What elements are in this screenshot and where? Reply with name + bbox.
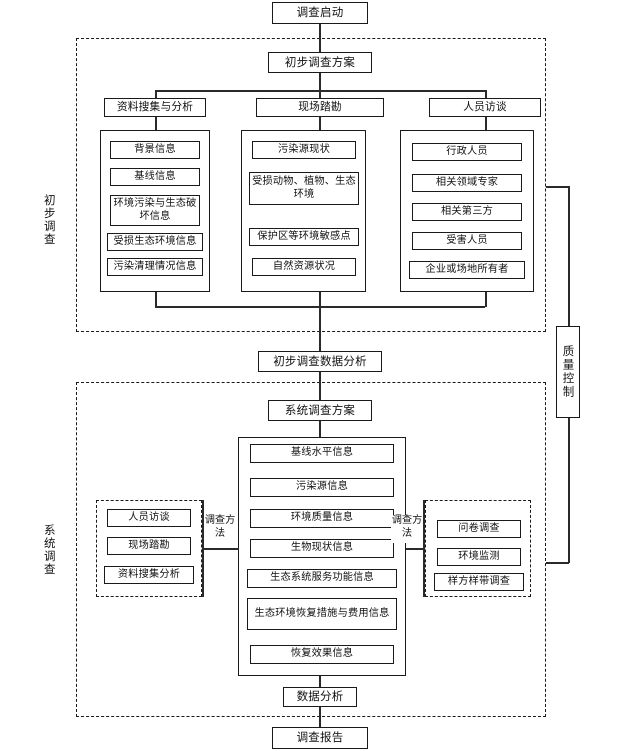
- connector-plan2-down: [319, 421, 321, 438]
- node-quality-control: 质量控制: [556, 326, 580, 418]
- connector-analysis-to-phase2: [319, 372, 321, 404]
- branch-header-site-survey: 现场踏勘: [256, 98, 384, 117]
- item-cleanup-status-info: 污染清理情况信息: [107, 258, 203, 276]
- connector-group3-bottom: [485, 292, 487, 307]
- branch-header-interviews: 人员访谈: [429, 98, 541, 117]
- item-admin-staff: 行政人员: [412, 143, 522, 161]
- connector-qc-upper-vertical: [568, 186, 570, 326]
- item-baseline-level-info: 基线水平信息: [250, 444, 394, 463]
- right-methods-region: [425, 500, 531, 597]
- item-restoration-effect-info: 恢复效果信息: [250, 645, 394, 664]
- left-methods-region: [96, 500, 202, 597]
- connector-branch1-to-group: [155, 117, 157, 131]
- connector-right-methods-horizontal: [406, 548, 424, 550]
- node-preliminary-data-analysis: 初步调查数据分析: [258, 351, 382, 372]
- method-right-questionnaire: 问卷调查: [437, 520, 521, 538]
- connector-group2-bottom: [319, 292, 321, 307]
- item-damaged-flora-fauna: 受损动物、植物、生态环境: [249, 172, 359, 205]
- item-damaged-eco-info: 受损生态环境信息: [107, 233, 203, 251]
- item-pollution-source-info: 污染源信息: [250, 478, 394, 497]
- connector-system-group-bottom: [319, 676, 321, 689]
- node-data-analysis: 数据分析: [283, 687, 357, 707]
- item-biological-status-info: 生物现状信息: [250, 539, 394, 558]
- connector-branch3-to-group: [485, 117, 487, 131]
- label-method-right: 调查方法: [391, 515, 423, 543]
- node-preliminary-plan: 初步调查方案: [268, 52, 372, 73]
- item-enterprise-owner: 企业或场地所有者: [409, 261, 525, 279]
- phase2-label: 系统调查: [42, 524, 57, 576]
- connector-qc-lower-vertical: [568, 418, 570, 563]
- item-environment-quality-info: 环境质量信息: [250, 509, 394, 528]
- connector-qc-upper-horizontal: [546, 186, 569, 188]
- item-third-party: 相关第三方: [412, 203, 522, 221]
- item-pollution-source-status: 污染源现状: [252, 141, 356, 159]
- method-right-quadrat-transect: 样方样带调查: [434, 573, 524, 591]
- connector-branch3-stem: [485, 90, 487, 99]
- node-system-plan: 系统调查方案: [268, 400, 372, 421]
- connector-start-to-plan1: [319, 24, 321, 56]
- method-left-data-collection: 资料搜集分析: [104, 566, 194, 584]
- method-left-interviews: 人员访谈: [107, 509, 191, 527]
- item-victims: 受害人员: [412, 232, 522, 250]
- item-background-info: 背景信息: [110, 141, 200, 159]
- node-survey-report: 调查报告: [272, 727, 368, 749]
- connector-left-methods-horizontal: [202, 548, 239, 550]
- item-ecosystem-service-info: 生态系统服务功能信息: [247, 569, 397, 588]
- item-natural-resources: 自然资源状况: [252, 258, 356, 276]
- method-right-env-monitoring: 环境监测: [437, 548, 521, 566]
- item-baseline-info: 基线信息: [110, 168, 200, 186]
- phase1-region: [76, 38, 546, 332]
- node-survey-start: 调查启动: [272, 2, 368, 24]
- item-domain-experts: 相关领域专家: [412, 174, 522, 192]
- connector-plan1-down: [319, 73, 321, 91]
- connector-group1-bottom: [155, 292, 157, 307]
- label-method-left: 调查方法: [204, 515, 236, 543]
- phase1-label: 初步调查: [42, 194, 57, 246]
- branch-header-data-collection: 资料搜集与分析: [104, 98, 206, 117]
- connector-branch2-to-group: [319, 117, 321, 131]
- item-pollution-damage-info: 环境污染与生态破坏信息: [110, 195, 200, 226]
- method-left-site-survey: 现场踏勘: [107, 537, 191, 555]
- connector-merge-to-analysis: [319, 306, 321, 351]
- phase2-region: [76, 382, 546, 717]
- item-restoration-cost-info: 生态环境恢复措施与费用信息: [247, 598, 397, 630]
- connector-branch1-stem: [155, 90, 157, 99]
- item-sensitive-points: 保护区等环境敏感点: [249, 228, 359, 246]
- connector-qc-lower-horizontal: [546, 562, 569, 564]
- connector-branch2-stem: [319, 90, 321, 99]
- connector-data-analysis-to-report: [319, 707, 321, 729]
